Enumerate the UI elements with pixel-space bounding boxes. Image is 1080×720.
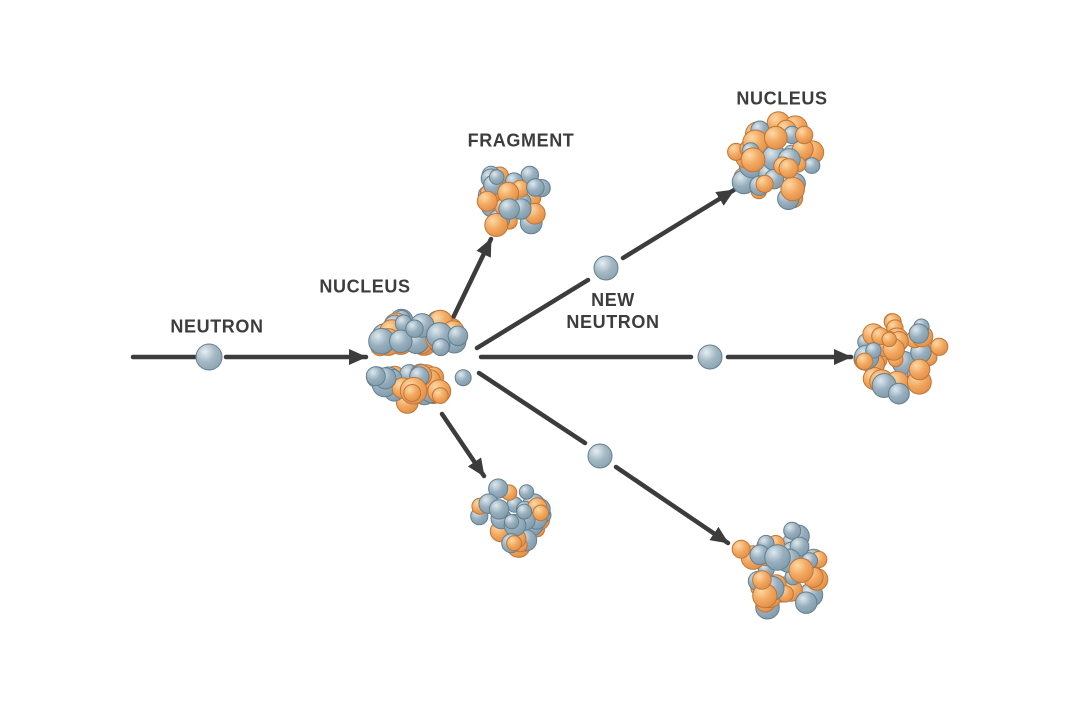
ray-up-right-b [620,187,737,261]
neutron-down-right [587,443,613,469]
nucleus-right [853,313,949,405]
nucleus-top-right [727,111,825,211]
fragment-bottom [470,478,552,558]
label-new-neutron-line1: NEW [591,290,635,310]
ray-down-right-a [476,370,588,446]
label-fragment: FRAGMENT [467,130,575,151]
neutron-up-right [593,255,619,281]
nucleus-bottom-right [731,521,829,620]
ray-down-right-b [613,464,731,546]
ray-up-right-a [474,277,591,351]
arrow-to-bottom-fragment [439,411,487,479]
free-neutrons-layer [195,255,723,469]
label-new-neutron: NEW NEUTRON [566,289,659,333]
label-neutron: NEUTRON [170,316,264,337]
neutron-right [697,344,723,370]
fragment-top [476,165,551,237]
nucleus-central-split [365,308,472,414]
neutron-incoming [195,343,223,371]
label-nucleus-center: NUCLEUS [319,276,411,297]
label-new-neutron-line2: NEUTRON [566,312,660,332]
label-nucleus-top-right: NUCLEUS [736,88,828,109]
arrows-layer [130,187,854,546]
nuclei-layer [365,111,949,620]
arrow-to-top-fragment [449,236,494,323]
